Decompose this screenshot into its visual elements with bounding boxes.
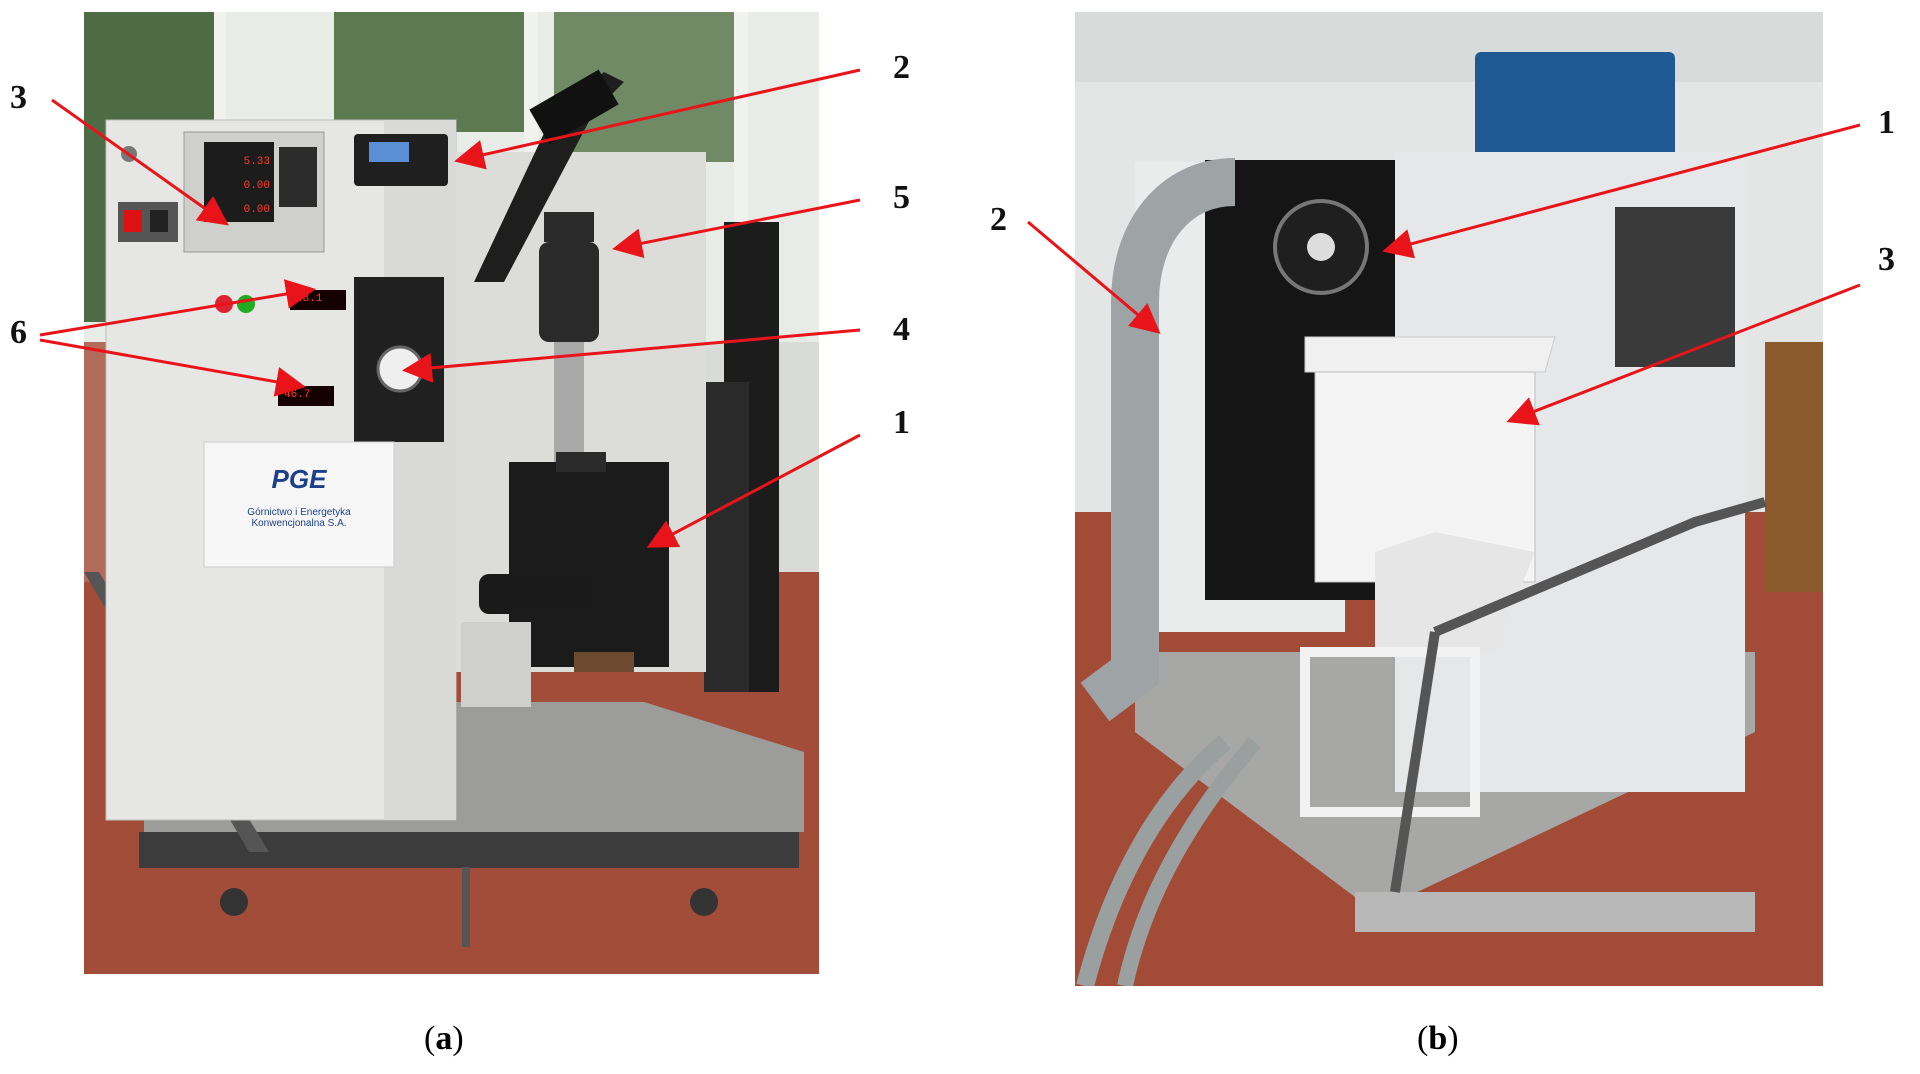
callout-a-6: 6 [10,314,27,351]
callout-b-2: 2 [990,201,1007,238]
callout-a-4: 4 [893,311,910,348]
readout-line: 0.00 [243,204,270,216]
boiler-side-photo [1075,12,1823,986]
callout-a-1: 1 [893,404,910,441]
arrow-a-3 [51,98,229,226]
pge-logo-line2: Konwencjonalna S.A. [251,518,347,529]
arrow-b-3 [1506,283,1861,426]
callout-a-2: 2 [893,49,910,86]
caption-letter: b [1428,1020,1448,1057]
photo-panel-b [1075,12,1823,986]
arrow-a-1 [646,433,861,548]
controller-readouts: 5.33 0.00 0.00 [210,150,270,222]
caption-letter: a [435,1020,453,1057]
readout-line: 0.00 [243,180,270,192]
callout-b-3: 3 [1878,241,1895,278]
arrow-b-1 [1382,123,1861,259]
caption-a: (a) [424,1020,464,1058]
arrow-a-6-lower [39,338,306,397]
caption-close: ) [1447,1020,1459,1057]
photo-panel-a: 5.33 0.00 0.00 48.1 46.7 PGE Górnictwo i… [84,12,819,974]
arrow-a-5 [612,198,861,259]
caption-open: ( [1417,1020,1429,1057]
arrow-a-4 [402,328,861,383]
callout-arrows [39,68,1861,548]
pge-logo-brand: PGE [271,464,327,494]
readout-line: 5.33 [243,156,270,168]
pge-logo: PGE Górnictwo i Energetyka Konwencjonaln… [204,464,394,529]
callout-b-1: 1 [1878,104,1895,141]
arrow-b-2 [1027,220,1161,334]
callout-a-5: 5 [893,179,910,216]
arrow-a-6-upper [39,279,316,337]
callout-a-3: 3 [10,79,27,116]
boiler-front-photo [84,12,819,974]
caption-b: (b) [1417,1020,1459,1058]
pge-logo-line1: Górnictwo i Energetyka [247,507,351,518]
caption-open: ( [424,1020,436,1057]
arrow-a-2 [454,68,861,170]
caption-close: ) [452,1020,464,1057]
